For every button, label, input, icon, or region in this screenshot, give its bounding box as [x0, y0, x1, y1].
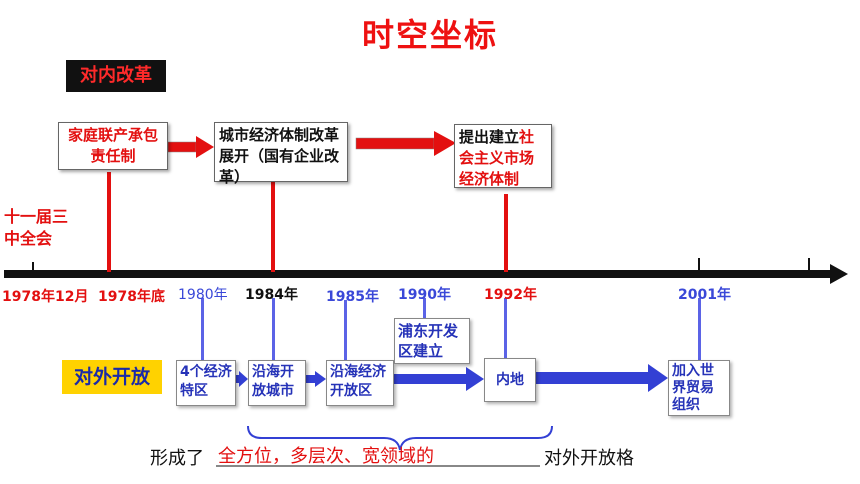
event-coastal-zones-text: 沿海经济开放区	[330, 364, 386, 399]
summary-suffix: 对外开放格	[544, 448, 634, 469]
event-socialist-market-highlight: 社会主义市场经济体制	[459, 128, 535, 188]
tick-1978-12	[32, 262, 34, 272]
event-coastal-zones: 沿海经济开放区	[326, 360, 394, 406]
main-timeline	[4, 264, 848, 284]
connector-1992-blue	[504, 298, 507, 358]
arrow-inland-to-wto	[536, 364, 668, 392]
event-urban-reform: 城市经济体制改革展开（国有企业改革）	[214, 122, 348, 186]
summary-answer: 全方位，多层次、宽领域的	[218, 446, 434, 467]
connector-1985	[344, 300, 347, 360]
event-third-plenum-text: 十一届三中全会	[4, 207, 69, 248]
year-1978-end: 1978年底	[98, 289, 165, 305]
connector-1980	[201, 298, 204, 360]
year-1985: 1985年	[326, 289, 379, 305]
year-1984: 1984年	[245, 287, 298, 303]
year-1980: 1980年	[178, 287, 228, 303]
event-wto: 加入世界贸易组织	[668, 360, 730, 416]
tick-2001	[698, 258, 700, 272]
opening-up-label: 对外开放	[62, 360, 162, 394]
event-inland-text: 内地	[496, 372, 524, 388]
event-socialist-market-prefix: 提出建立	[459, 128, 520, 146]
connector-1992	[504, 194, 508, 272]
event-coastal-cities-text: 沿海开放城市	[252, 364, 294, 399]
event-pudong: 浦东开发区建立	[394, 318, 470, 364]
event-pudong-text: 浦东开发区建立	[398, 322, 459, 360]
connector-1990	[423, 298, 426, 318]
curly-brace	[247, 425, 553, 451]
year-1992: 1992年	[484, 287, 537, 303]
event-special-economic-zones: 4个经济特区	[176, 360, 236, 406]
domestic-reform-label: 对内改革	[66, 60, 166, 92]
event-household-text: 家庭联产承包责任制	[67, 126, 158, 165]
arrow-zones-to-inland	[394, 367, 484, 391]
connector-1984	[271, 182, 275, 272]
summary-prefix: 形成了	[150, 448, 204, 469]
event-wto-text: 加入世界贸易组织	[672, 363, 714, 413]
event-sez-text: 4个经济特区	[180, 364, 232, 399]
tick-end	[808, 258, 810, 272]
year-1978-12: 1978年12月	[2, 289, 89, 305]
event-third-plenum: 十一届三中全会	[4, 206, 82, 258]
connector-1978-end	[107, 172, 111, 272]
connector-2001	[698, 298, 701, 360]
event-socialist-market: 提出建立社会主义市场经济体制	[454, 124, 552, 188]
page-title: 时空坐标	[361, 16, 498, 54]
event-coastal-cities: 沿海开放城市	[248, 360, 306, 406]
arrow-household-to-urban	[167, 136, 214, 158]
year-2001: 2001年	[678, 287, 731, 303]
arrow-cities-to-zones	[304, 371, 326, 387]
arrow-urban-to-market	[355, 131, 456, 156]
arrow-sez-to-cities	[236, 371, 248, 387]
year-1990: 1990年	[398, 287, 451, 303]
event-urban-reform-text: 城市经济体制改革展开（国有企业改革）	[219, 126, 340, 186]
event-household-responsibility: 家庭联产承包责任制	[58, 122, 168, 170]
event-inland: 内地	[484, 358, 536, 402]
connector-1984-blue	[272, 298, 275, 360]
